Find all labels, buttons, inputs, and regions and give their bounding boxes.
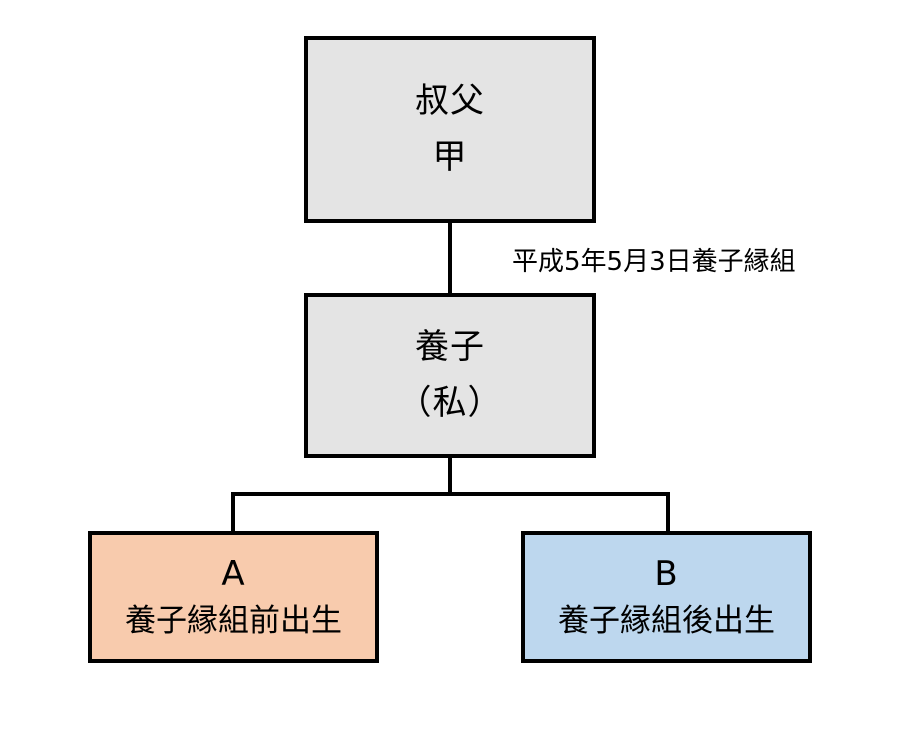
connector-to-child-a: [231, 492, 235, 533]
node-child-b-letter: B: [654, 553, 679, 594]
node-child-b-description: 養子縁組後出生: [558, 602, 775, 639]
node-child-a: A 養子縁組前出生: [88, 531, 379, 663]
node-self-name: （私）: [397, 382, 503, 423]
node-self-relation: 養子: [415, 326, 485, 367]
node-child-b: B 養子縁組後出生: [521, 531, 812, 663]
node-child-a-description: 養子縁組前出生: [125, 602, 342, 639]
node-child-a-letter: A: [221, 553, 246, 594]
node-uncle-name: 甲: [432, 136, 468, 177]
connector-self-down: [448, 455, 452, 496]
node-uncle: 叔父 甲: [304, 36, 596, 223]
connector-to-child-b: [666, 492, 670, 533]
adoption-event-label: 平成5年5月3日養子縁組: [512, 247, 796, 277]
node-self: 養子 （私）: [304, 293, 596, 458]
connector-uncle-to-self: [448, 221, 452, 295]
connector-sibling-bar: [231, 492, 670, 496]
node-uncle-relation: 叔父: [415, 80, 485, 121]
